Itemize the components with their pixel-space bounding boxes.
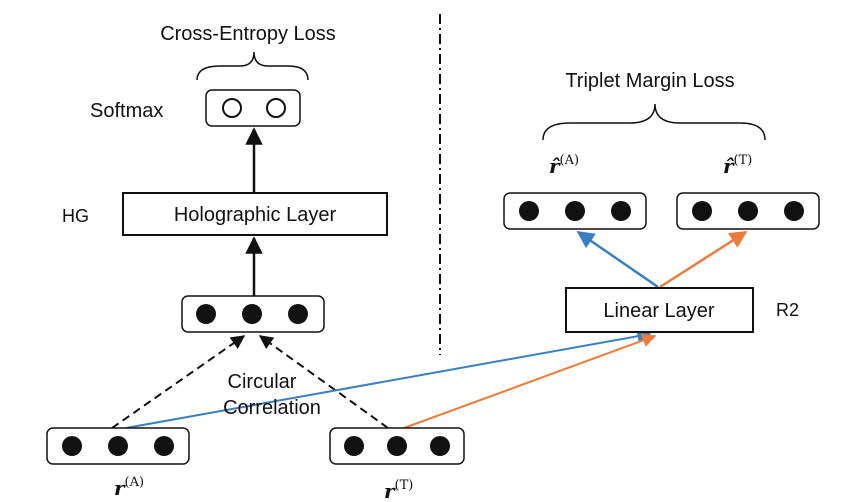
r-t-to-linear-arrow bbox=[403, 333, 657, 429]
r-hat-t-label: r̂(T) bbox=[723, 153, 752, 178]
r-a-label: r(A) bbox=[114, 475, 144, 500]
r-hat-a-vector-node bbox=[519, 201, 539, 221]
circular-correlation-arrow-t bbox=[258, 335, 389, 429]
r2-label: R2 bbox=[776, 300, 799, 320]
linear-to-r-hat-a-arrow bbox=[576, 230, 659, 289]
r-t-vector-node bbox=[387, 436, 407, 456]
hg-label: HG bbox=[62, 206, 89, 226]
triplet-loss-brace bbox=[542, 103, 766, 141]
triplet-margin-loss-title: Triplet Margin Loss bbox=[565, 70, 734, 92]
r-t-label: r(T) bbox=[384, 478, 413, 502]
circular-correlation-label-line2: Correlation bbox=[223, 397, 321, 419]
r-t-vector-node bbox=[430, 436, 450, 456]
hidden-vector-node bbox=[196, 304, 216, 324]
softmax-output-node bbox=[266, 98, 286, 118]
linear-layer-box bbox=[565, 287, 754, 333]
r-hat-a-vector-node bbox=[565, 201, 585, 221]
holographic-layer-label: Holographic Layer bbox=[174, 204, 337, 226]
hidden-vector-node bbox=[288, 304, 308, 324]
softmax-label: Softmax bbox=[90, 100, 163, 122]
r-hat-a-vector-node bbox=[611, 201, 631, 221]
r-a-vector-node bbox=[62, 436, 82, 456]
circular-correlation-arrow-a bbox=[111, 335, 246, 429]
r-a-vector-node bbox=[154, 436, 174, 456]
softmax-output-node bbox=[222, 98, 242, 118]
r-hat-t-vector-node bbox=[692, 201, 712, 221]
hidden-vector-node bbox=[242, 304, 262, 324]
r-hat-t-vector-node bbox=[738, 201, 758, 221]
r-a-to-linear-arrow bbox=[125, 329, 652, 429]
holographic-layer-box bbox=[122, 192, 388, 236]
cross-entropy-brace bbox=[196, 51, 309, 81]
cross-entropy-loss-title: Cross-Entropy Loss bbox=[160, 23, 336, 45]
r-hat-a-label: r̂(A) bbox=[549, 153, 579, 178]
r-hat-t-vector-node bbox=[784, 201, 804, 221]
linear-to-r-hat-t-arrow bbox=[659, 230, 748, 289]
circular-correlation-label-line1: Circular bbox=[228, 371, 297, 393]
linear-layer-label: Linear Layer bbox=[603, 300, 715, 322]
r-t-vector-node bbox=[344, 436, 364, 456]
r-a-vector-node bbox=[108, 436, 128, 456]
